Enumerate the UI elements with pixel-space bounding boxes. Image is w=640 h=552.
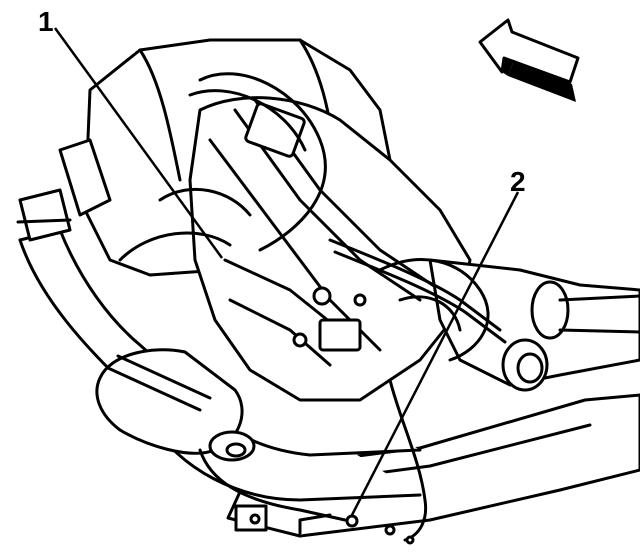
leader-line-2 xyxy=(350,191,520,516)
tail-housing-driveshaft xyxy=(428,258,640,392)
forward-arrow-icon xyxy=(478,18,580,102)
catalytic-converter xyxy=(95,348,256,462)
sensor-clip xyxy=(384,524,396,536)
callout-2: 2 xyxy=(510,166,526,197)
cooler-lines xyxy=(328,238,507,344)
sensor-clip-2 xyxy=(405,535,415,545)
wiring-harness xyxy=(118,72,490,362)
transmission-case xyxy=(188,96,472,402)
sensor-connector xyxy=(345,514,359,528)
leader-line-1 xyxy=(53,27,224,259)
sensor-wire xyxy=(198,378,428,542)
callout-1: 1 xyxy=(38,6,54,37)
